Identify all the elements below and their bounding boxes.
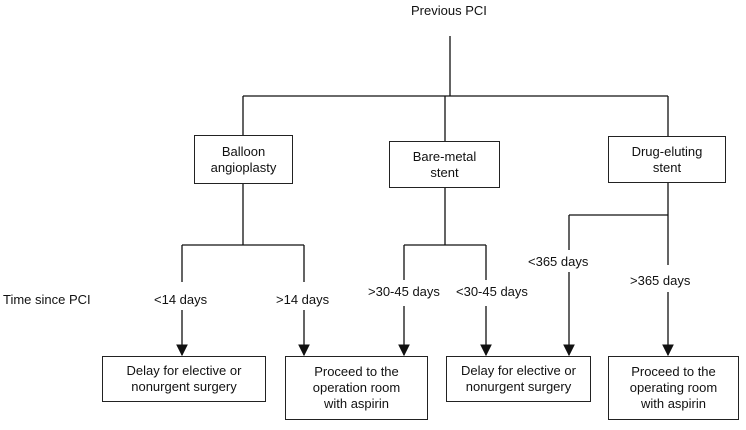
- time-label-lt365: <365 days: [528, 254, 589, 269]
- stent-type-drug-eluting: Drug-eluting stent: [608, 136, 726, 183]
- stent-type-balloon: Balloon angioplasty: [194, 135, 293, 184]
- outcome-proceed-1: Proceed to the operation room with aspir…: [285, 356, 428, 420]
- outcome-delay-2: Delay for elective or nonurgent surgery: [446, 356, 591, 402]
- time-since-pci-label: Time since PCI: [3, 292, 91, 307]
- time-label-gt14: >14 days: [276, 292, 330, 307]
- stent-type-bare-metal: Bare-metal stent: [389, 141, 500, 188]
- time-label-lt30-45: <30-45 days: [456, 284, 528, 299]
- outcome-proceed-2: Proceed to the operating room with aspir…: [608, 356, 739, 420]
- time-label-gt30-45: >30-45 days: [368, 284, 440, 299]
- outcome-delay-1: Delay for elective or nonurgent surgery: [102, 356, 266, 402]
- root-label: Previous PCI: [411, 3, 487, 18]
- time-label-gt365: >365 days: [630, 273, 691, 288]
- time-label-lt14: <14 days: [154, 292, 208, 307]
